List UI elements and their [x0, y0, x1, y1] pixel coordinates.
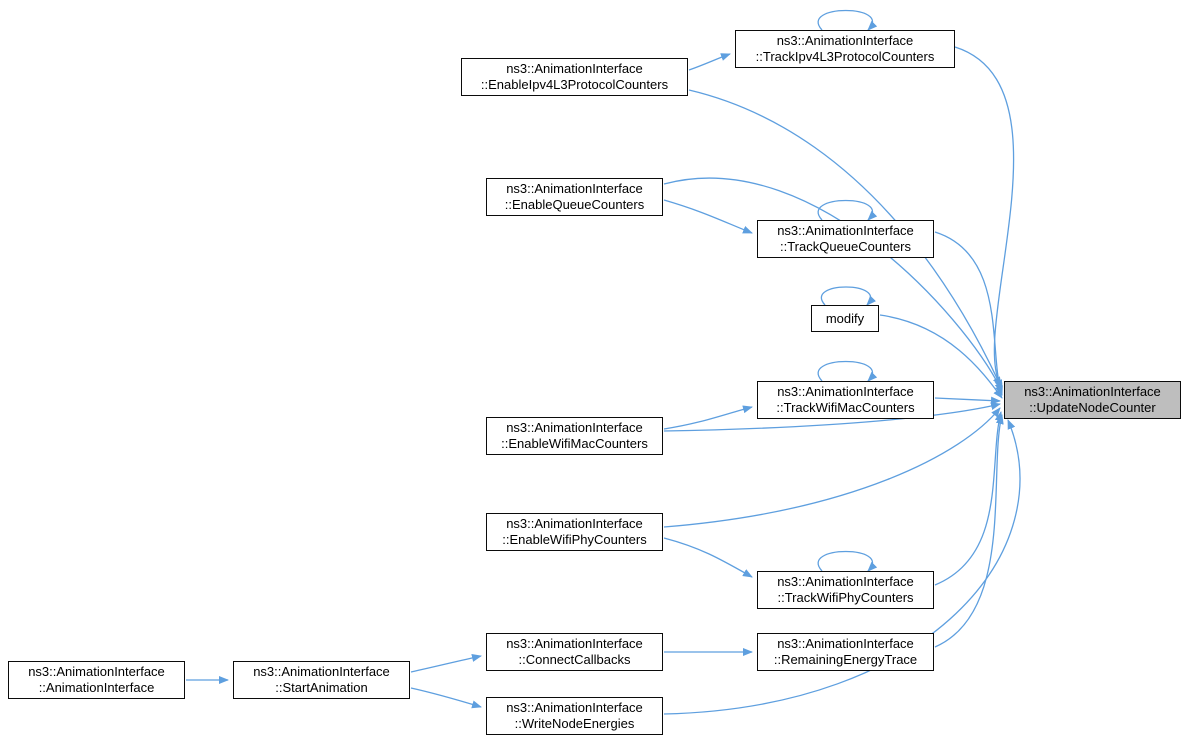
node-label: ::EnableIpv4L3ProtocolCounters — [480, 77, 669, 92]
node-start-animation[interactable]: ns3::AnimationInterface ::StartAnimation — [233, 661, 410, 699]
node-label: ns3::AnimationInterface — [777, 223, 914, 239]
edge-modify-self-loop — [821, 286, 877, 306]
node-label: ::TrackQueueCounters — [779, 239, 912, 254]
node-track-wifi-mac-counters[interactable]: ns3::AnimationInterface ::TrackWifiMacCo… — [757, 381, 934, 419]
node-enable-wifi-mac-counters[interactable]: ns3::AnimationInterface ::EnableWifiMacC… — [486, 417, 663, 455]
edge-enablewifimac-to-trackwifimac — [663, 405, 753, 430]
edge-trackqueue-self-loop — [817, 199, 878, 221]
node-label: ::TrackIpv4L3ProtocolCounters — [755, 49, 935, 64]
node-label: ns3::AnimationInterface — [777, 636, 914, 652]
node-label: ::ConnectCallbacks — [518, 652, 631, 667]
node-label: ns3::AnimationInterface — [506, 420, 643, 436]
node-track-wifi-phy-counters[interactable]: ns3::AnimationInterface ::TrackWifiPhyCo… — [757, 571, 934, 609]
edge-trackwifiphy-to-updatenodecounter — [934, 411, 1003, 586]
node-label: ns3::AnimationInterface — [506, 181, 643, 197]
node-label: ::EnableWifiPhyCounters — [502, 532, 647, 547]
edge-enablewifiphy-to-trackwifiphy — [663, 537, 753, 578]
node-label: ::AnimationInterface — [38, 680, 155, 695]
node-label: ns3::AnimationInterface — [506, 636, 643, 652]
edge-startanimation-to-connectcallbacks — [410, 654, 482, 673]
node-label: ns3::AnimationInterface — [777, 574, 914, 590]
edge-trackwifiphy-self-loop — [817, 550, 878, 572]
node-label: ns3::AnimationInterface — [253, 664, 390, 680]
node-label: ::EnableQueueCounters — [504, 197, 645, 212]
node-connect-callbacks[interactable]: ns3::AnimationInterface ::ConnectCallbac… — [486, 633, 663, 671]
edge-trackipv4-self-loop — [817, 9, 878, 31]
edge-enablewifimac-to-updatenodecounter — [663, 402, 1001, 432]
node-label: ::RemainingEnergyTrace — [773, 652, 918, 667]
node-label: ns3::AnimationInterface — [776, 33, 914, 49]
node-label: ::WriteNodeEnergies — [514, 716, 635, 731]
node-label: ::EnableWifiMacCounters — [501, 436, 648, 451]
edge-writenodeenergies-to-updatenodecounter — [663, 419, 1021, 715]
node-label: modify — [825, 310, 865, 326]
edge-modify-to-updatenodecounter — [879, 314, 1003, 399]
node-animation-interface[interactable]: ns3::AnimationInterface ::AnimationInter… — [8, 661, 185, 699]
edge-enablequeue-to-trackqueue — [663, 199, 753, 234]
edge-enablequeue-to-updatenodecounter — [663, 177, 1003, 393]
node-enable-wifi-phy-counters[interactable]: ns3::AnimationInterface ::EnableWifiPhyC… — [486, 513, 663, 551]
node-enable-queue-counters[interactable]: ns3::AnimationInterface ::EnableQueueCou… — [486, 178, 663, 216]
node-label: ns3::AnimationInterface — [506, 700, 643, 716]
edge-enableipv4-to-trackipv4 — [688, 53, 731, 71]
edge-trackqueue-to-updatenodecounter — [934, 231, 1003, 396]
edge-enablewifiphy-to-updatenodecounter — [663, 407, 1001, 528]
edge-trackwifimac-to-updatenodecounter — [934, 396, 1001, 405]
edge-remainingenergytrace-to-updatenodecounter — [934, 414, 1004, 648]
node-enable-ipv4l3-protocol-counters[interactable]: ns3::AnimationInterface ::EnableIpv4L3Pr… — [461, 58, 688, 96]
node-write-node-energies[interactable]: ns3::AnimationInterface ::WriteNodeEnerg… — [486, 697, 663, 735]
node-label: ns3::AnimationInterface — [1024, 384, 1161, 400]
node-track-queue-counters[interactable]: ns3::AnimationInterface ::TrackQueueCoun… — [757, 220, 934, 258]
node-label: ns3::AnimationInterface — [777, 384, 914, 400]
node-label: ::TrackWifiPhyCounters — [777, 590, 914, 605]
edge-trackipv4-to-updatenodecounter — [954, 46, 1015, 387]
node-label: ns3::AnimationInterface — [506, 516, 643, 532]
node-remaining-energy-trace[interactable]: ns3::AnimationInterface ::RemainingEnerg… — [757, 633, 934, 671]
node-track-ipv4l3-protocol-counters[interactable]: ns3::AnimationInterface ::TrackIpv4L3Pro… — [735, 30, 955, 68]
node-label: ::UpdateNodeCounter — [1029, 400, 1156, 415]
node-update-node-counter[interactable]: ns3::AnimationInterface ::UpdateNodeCoun… — [1004, 381, 1181, 419]
node-label: ::StartAnimation — [275, 680, 368, 695]
node-modify[interactable]: modify — [811, 305, 879, 332]
edge-trackwifimac-self-loop — [817, 360, 878, 382]
edge-startanimation-to-writenodeenergies — [410, 687, 482, 709]
node-label: ::TrackWifiMacCounters — [776, 400, 915, 415]
node-label: ns3::AnimationInterface — [506, 61, 643, 77]
node-label: ns3::AnimationInterface — [28, 664, 165, 680]
